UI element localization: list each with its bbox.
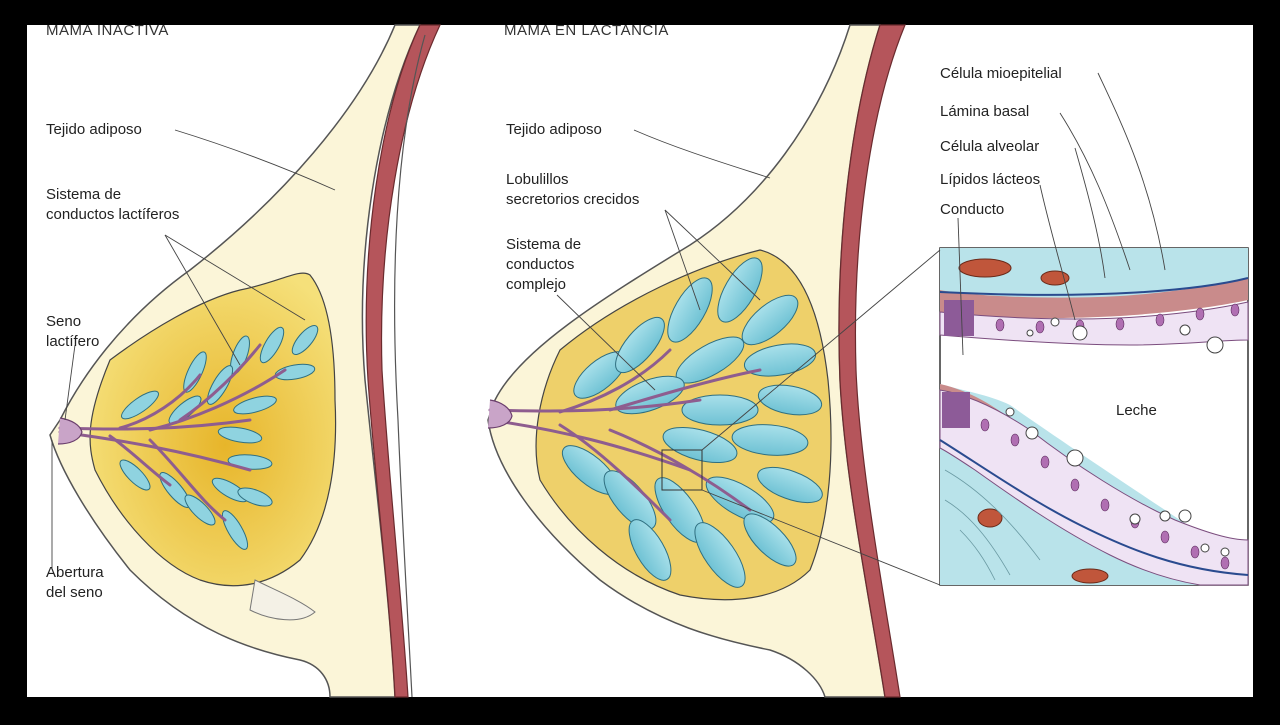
nipple-middle [487, 399, 513, 429]
alveolus-detail [939, 247, 1249, 586]
label-alveolar-cell: Célula alveolar [940, 138, 1040, 155]
nipple-left [57, 417, 83, 445]
label-left-ducts: Sistema de conductos lactíferos [46, 186, 180, 223]
title-lactating: MAMA EN LACTANCIA [504, 22, 669, 39]
label-basal-lamina: Lámina basal [940, 103, 1030, 120]
label-myoepithelial: Célula mioepitelial [940, 65, 1062, 82]
label-milk: Leche [1116, 402, 1157, 419]
lactating-breast [487, 24, 906, 698]
label-middle-complex: Sistema de conductos complejo [506, 236, 582, 293]
pectoral-muscle-left [365, 24, 441, 698]
title-inactive: MAMA INACTIVA [46, 22, 169, 39]
label-middle-lobules: Lobulillos secretorios crecidos [506, 171, 640, 208]
ducts-left [58, 343, 287, 522]
detail-region-marker [661, 449, 703, 491]
label-left-opening: Abertura del seno [46, 564, 104, 601]
label-left-adipose: Tejido adiposo [46, 121, 142, 138]
label-middle-adipose: Tejido adiposo [506, 121, 602, 138]
label-duct: Conducto [940, 201, 1005, 218]
label-milk-lipids: Lípidos lácteos [940, 171, 1041, 188]
leader-lines [51, 72, 1166, 586]
label-left-sinus: Seno lactífero [46, 313, 100, 350]
pectoral-muscle-middle [838, 24, 906, 698]
ducts-middle [488, 348, 762, 522]
inactive-breast [49, 24, 441, 698]
lobules-middle [561, 257, 823, 588]
